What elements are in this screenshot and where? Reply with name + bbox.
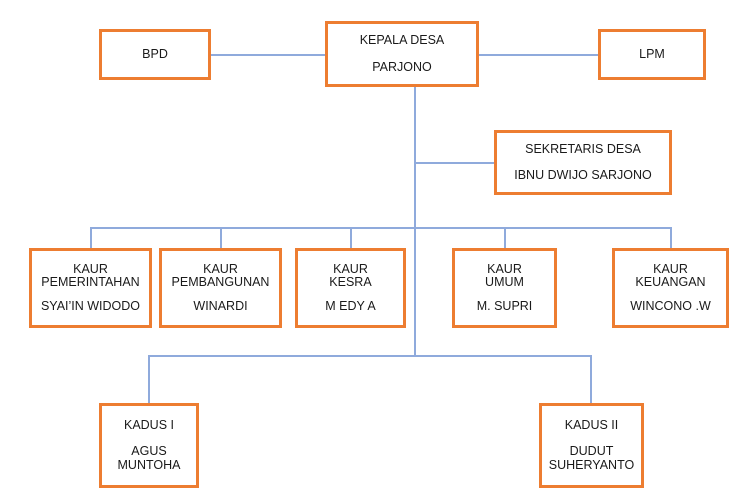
node-kadus-1[interactable]: KADUS I AGUS MUNTOHA [99,403,199,488]
connector-bpd-to-kepala-desa [209,54,327,56]
node-kadus-1-title: KADUS I [123,418,174,433]
node-kepala-desa-title: KEPALA DESA [359,33,445,48]
node-sekretaris-desa-title: SEKRETARIS DESA [525,141,641,156]
node-kaur-pemerintahan-title: KAUR PEMERINTAHAN [41,261,140,289]
connector-trunk-vertical [414,83,416,357]
node-lpm-title: LPM [639,46,665,61]
node-kaur-keuangan-name: WINCONO .W [630,299,711,314]
node-kaur-pembangunan-title-line2: PEMBANGUNAN [171,274,270,289]
node-kaur-pemerintahan-title-line1: KAUR [73,261,108,276]
connector-drop-kadus-1 [148,355,150,403]
node-kaur-kesra-title-line1: KAUR [333,261,368,276]
node-kadus-1-name-line2: MUNTOHA [117,457,181,472]
node-kaur-pemerintahan-name: SYAI’IN WIDODO [40,299,141,314]
connector-kaur-bar [90,227,672,229]
node-kaur-umum-name: M. SUPRI [476,299,533,314]
node-bpd-title: BPD [142,46,168,61]
node-kaur-umum-title-line1: KAUR [487,261,522,276]
node-kaur-pembangunan-name: WINARDI [193,299,248,314]
connector-drop-kaur-pembangunan [220,227,222,248]
node-kaur-kesra[interactable]: KAUR KESRA M EDY A [295,248,406,328]
node-kaur-keuangan-title-line1: KAUR [653,261,688,276]
node-kadus-2-name: DUDUT SUHERYANTO [549,445,634,471]
connector-kepala-desa-to-lpm [477,54,599,56]
node-kaur-umum-title: KAUR UMUM [485,261,524,289]
node-kaur-pemerintahan-title-line2: PEMERINTAHAN [41,274,140,289]
node-bpd[interactable]: BPD [99,29,211,80]
connector-drop-kaur-keuangan [670,227,672,248]
node-kaur-keuangan-title: KAUR KEUANGAN [635,261,706,289]
node-kaur-pembangunan[interactable]: KAUR PEMBANGUNAN WINARDI [159,248,282,328]
node-kadus-2-name-line2: SUHERYANTO [548,457,635,472]
node-kadus-1-name-line1: AGUS [131,444,167,459]
node-kaur-umum[interactable]: KAUR UMUM M. SUPRI [452,248,557,328]
connector-trunk-to-sekretaris [414,162,496,164]
node-kaur-kesra-name: M EDY A [325,299,376,314]
node-kaur-kesra-title-line2: KESRA [329,274,372,289]
node-sekretaris-desa-name: IBNU DWIJO SARJONO [514,168,652,182]
node-kaur-pemerintahan[interactable]: KAUR PEMERINTAHAN SYAI’IN WIDODO [29,248,152,328]
connector-drop-kaur-kesra [350,227,352,248]
connector-drop-kadus-2 [590,355,592,403]
node-kadus-2-title: KADUS II [564,418,619,433]
node-kaur-kesra-title: KAUR KESRA [329,261,372,289]
node-kaur-keuangan[interactable]: KAUR KEUANGAN WINCONO .W [612,248,729,328]
node-kadus-1-name: AGUS MUNTOHA [118,445,181,471]
node-kaur-pembangunan-title-line1: KAUR [203,261,238,276]
node-sekretaris-desa[interactable]: SEKRETARIS DESA IBNU DWIJO SARJONO [494,130,672,195]
node-kepala-desa[interactable]: KEPALA DESA PARJONO [325,21,479,87]
node-kaur-umum-title-line2: UMUM [485,274,524,289]
node-kaur-pembangunan-title: KAUR PEMBANGUNAN [171,261,270,289]
connector-drop-kaur-pemerintahan [90,227,92,248]
node-lpm[interactable]: LPM [598,29,706,80]
connector-kadus-bar [148,355,592,357]
connector-drop-kaur-umum [504,227,506,248]
node-kaur-keuangan-title-line2: KEUANGAN [635,274,706,289]
node-kadus-2-name-line1: DUDUT [569,444,614,459]
node-kepala-desa-name: PARJONO [372,59,432,74]
node-kadus-2[interactable]: KADUS II DUDUT SUHERYANTO [539,403,644,488]
